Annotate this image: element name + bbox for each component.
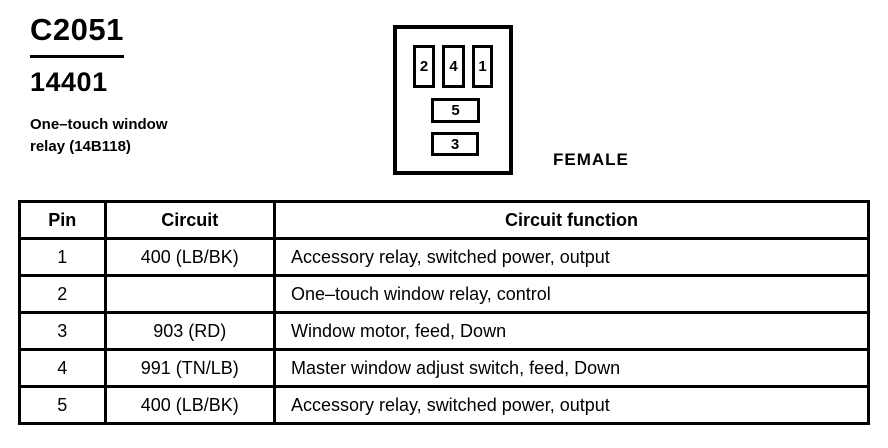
column-header-pin: Pin — [18, 200, 107, 240]
function-cell: Master window adjust switch, feed, Down — [272, 348, 871, 388]
pinout-table: Pin Circuit Circuit function 1 400 (LB/B… — [18, 200, 871, 425]
function-cell: Accessory relay, switched power, output — [272, 237, 871, 277]
cavity-4: 4 — [442, 45, 465, 88]
table-row: 5 400 (LB/BK) Accessory relay, switched … — [18, 385, 871, 425]
table-row: 3 903 (RD) Window motor, feed, Down — [18, 311, 871, 351]
function-cell: Accessory relay, switched power, output — [272, 385, 871, 425]
cavity-1: 1 — [472, 45, 493, 88]
cavity-5: 5 — [431, 98, 480, 123]
table-header-row: Pin Circuit Circuit function — [18, 200, 871, 240]
connector-description-line2: relay (14B118) — [30, 138, 131, 155]
pin-cell: 1 — [18, 237, 107, 277]
header-block: C2051 14401 One–touch window relay (14B1… — [30, 12, 168, 158]
table-row: 4 991 (TN/LB) Master window adjust switc… — [18, 348, 871, 388]
connector-diagram: 2 4 1 5 3 — [393, 25, 513, 175]
cavity-2: 2 — [413, 45, 435, 88]
circuit-cell: 991 (TN/LB) — [103, 348, 276, 388]
circuit-cell: 903 (RD) — [103, 311, 276, 351]
column-header-circuit-function: Circuit function — [272, 200, 871, 240]
connector-gender-label: FEMALE — [553, 150, 629, 169]
table-row: 1 400 (LB/BK) Accessory relay, switched … — [18, 237, 871, 277]
connector-description-line1: One–touch window — [30, 116, 168, 133]
table-row: 2 One–touch window relay, control — [18, 274, 871, 314]
circuit-cell — [103, 274, 276, 314]
pin-cell: 5 — [18, 385, 107, 425]
pin-cell: 3 — [18, 311, 107, 351]
pin-cell: 4 — [18, 348, 107, 388]
pin-cell: 2 — [18, 274, 107, 314]
cavity-3: 3 — [431, 132, 479, 156]
circuit-cell: 400 (LB/BK) — [103, 385, 276, 425]
function-cell: One–touch window relay, control — [272, 274, 871, 314]
connector-description: One–touch window relay (14B118) — [30, 114, 168, 158]
part-number: 14401 — [30, 67, 108, 97]
column-header-circuit: Circuit — [103, 200, 276, 240]
function-cell: Window motor, feed, Down — [272, 311, 871, 351]
circuit-cell: 400 (LB/BK) — [103, 237, 276, 277]
connector-id: C2051 — [30, 12, 124, 58]
